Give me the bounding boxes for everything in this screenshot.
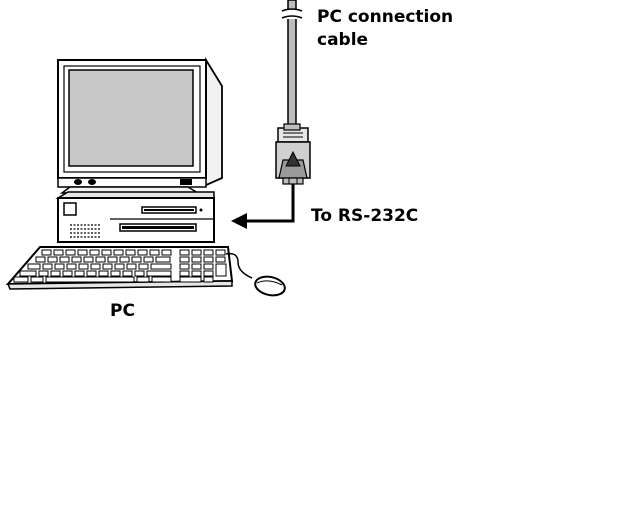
- port-label: To RS-232C: [311, 206, 419, 226]
- db9-connector: [275, 123, 311, 185]
- vent-grille: [70, 224, 100, 238]
- cable-label-line2: cable: [317, 30, 369, 50]
- power-button-icon: [63, 202, 77, 216]
- monitor: [57, 56, 223, 194]
- rs232c-arrow: [231, 184, 295, 229]
- monitor-screen: [68, 69, 194, 167]
- mouse: [225, 252, 286, 297]
- pc-connection-cable: [281, 0, 303, 131]
- cable-label-line1: PC connection: [317, 7, 454, 27]
- pc-label: PC: [110, 301, 135, 321]
- system-unit: [55, 191, 215, 243]
- keyboard: [5, 246, 234, 290]
